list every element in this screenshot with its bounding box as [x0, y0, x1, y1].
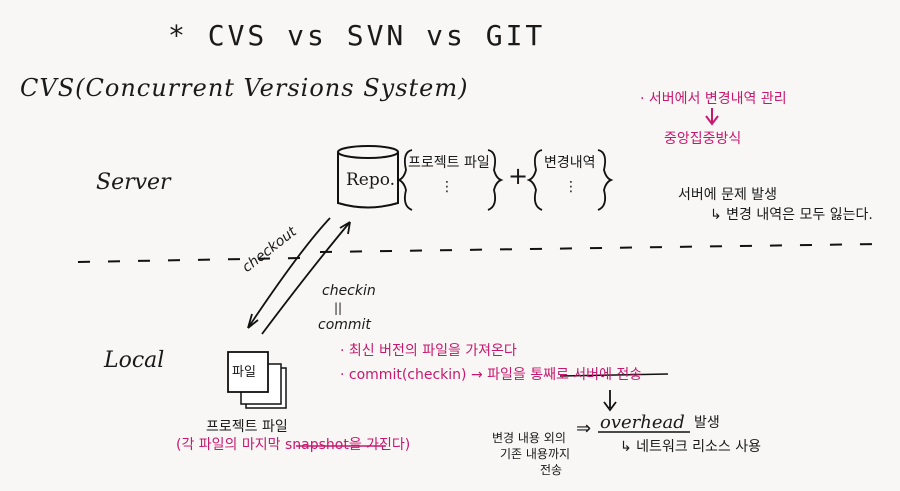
local-label: Local: [104, 348, 165, 373]
overhead-arrow: ⇒: [576, 418, 592, 439]
brace-files-open: [396, 149, 413, 211]
overhead-cause-3: 전송: [540, 463, 563, 477]
plus-sign: +: [508, 162, 529, 190]
repo-files-label: 프로젝트 파일: [408, 155, 490, 171]
checkout-arrow: [247, 217, 331, 329]
note-commit-transfer: · commit(checkin) → 파일을 통째로 서버에 전송: [340, 367, 643, 383]
project-files-label: 프로젝트 파일: [206, 419, 288, 435]
equals-mark: ||: [334, 301, 343, 315]
file-stack-icon: [227, 351, 287, 409]
repo-label: Repo.: [346, 170, 396, 190]
repo-files-dots: ⋮: [440, 179, 454, 195]
file-label: 파일: [232, 365, 256, 380]
down-arrow-overhead: [603, 390, 617, 412]
overhead-word: overhead: [600, 412, 685, 433]
repo-changes-label: 변경내역: [544, 155, 596, 171]
pink-down-arrow: [705, 108, 719, 126]
checkin-label: checkin: [322, 283, 376, 299]
repo-changes-dots: ⋮: [564, 179, 578, 195]
divider-line: [77, 243, 881, 263]
note-centralized: 중앙집중방식: [664, 131, 742, 147]
note-fetch-latest: · 최신 버전의 파일을 가져온다: [340, 343, 517, 359]
note-lose-changes: ↳ 변경 내역은 모두 잃는다.: [710, 207, 873, 223]
overhead-suffix: 발생: [694, 415, 720, 431]
cvs-heading: CVS(Concurrent Versions System): [20, 74, 469, 102]
overhead-network-note: ↳ 네트워크 리소스 사용: [620, 439, 762, 455]
note-server-manages: · 서버에서 변경내역 관리: [640, 91, 787, 107]
page-title: * CVS vs SVN vs GIT: [168, 19, 546, 52]
overhead-cause-2: 기존 내용까지: [500, 447, 571, 461]
brace-changes-open: [526, 149, 543, 211]
overhead-cause-1: 변경 내용 외의: [492, 431, 566, 445]
repo-cylinder-icon: [337, 145, 399, 209]
project-files-note: (각 파일의 마지막 snapshot을 가진다): [176, 437, 411, 453]
underline-transfer: [559, 373, 669, 377]
commit-label: commit: [318, 317, 371, 333]
note-server-problem: 서버에 문제 발생: [678, 187, 778, 203]
checkin-arrow: [261, 221, 351, 335]
server-label: Server: [96, 170, 171, 195]
brace-files-close: [487, 149, 504, 211]
brace-changes-close: [597, 149, 614, 211]
